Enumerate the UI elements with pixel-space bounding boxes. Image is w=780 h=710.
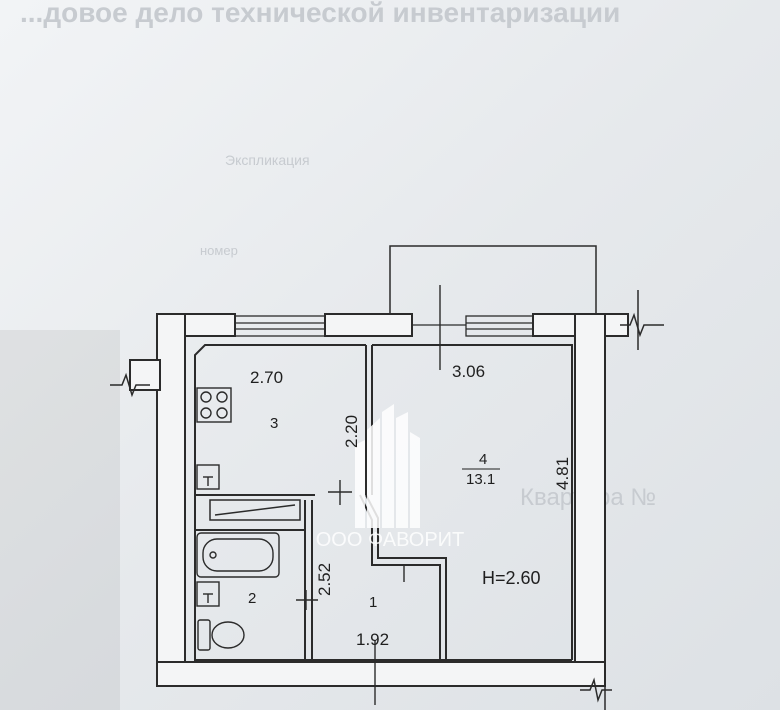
- ceiling-height: H=2.60: [482, 568, 541, 588]
- room-4-dimension: 3.06: [452, 362, 485, 381]
- room-1-side-dimension: 2.52: [315, 563, 334, 596]
- room-4-area: 13.1: [466, 471, 495, 488]
- watermark: ООО ФАВОРИТ: [316, 404, 465, 551]
- watermark-text: ООО ФАВОРИТ: [316, 529, 465, 551]
- dimension-ticks: [296, 285, 441, 705]
- room-labels: 2.70 3 2.20 3.06 4 13.1 4.81 H=2.60 2 1 …: [248, 362, 572, 649]
- room-2-number: 2: [248, 590, 256, 607]
- wall-segment: [156, 313, 186, 687]
- walls: [129, 313, 629, 687]
- photo-shadow: [0, 330, 120, 710]
- room-3-number: 3: [270, 415, 278, 432]
- watermark-building-icon: [355, 404, 420, 528]
- balcony-outline: [389, 245, 597, 316]
- room-4-side-dimension: 4.81: [553, 457, 572, 490]
- wall-segment: [574, 313, 606, 687]
- break-marks: [110, 290, 664, 710]
- window: [465, 315, 534, 337]
- vent-shaft: [209, 499, 301, 521]
- windows: [234, 315, 534, 337]
- room-1-number: 1: [369, 594, 377, 611]
- wall-segment: [324, 313, 413, 337]
- kitchen-sink-icon: [196, 464, 220, 490]
- washbasin-icon: [196, 581, 220, 607]
- room-3-side-dimension: 2.20: [342, 415, 361, 448]
- toilet-icon: [197, 619, 245, 651]
- stove-icon: [196, 387, 232, 423]
- background-line: Экспликация: [225, 152, 310, 168]
- background-line: номер: [200, 243, 238, 258]
- room-3-dimension: 2.70: [250, 368, 283, 387]
- background-header: ...довое дело технической инвентаризации: [20, 0, 620, 28]
- window: [234, 315, 326, 337]
- room-1-dimension: 1.92: [356, 630, 389, 649]
- bathtub-icon: [196, 532, 280, 578]
- wall-segment: [156, 661, 606, 687]
- room-4-number: 4: [479, 451, 487, 468]
